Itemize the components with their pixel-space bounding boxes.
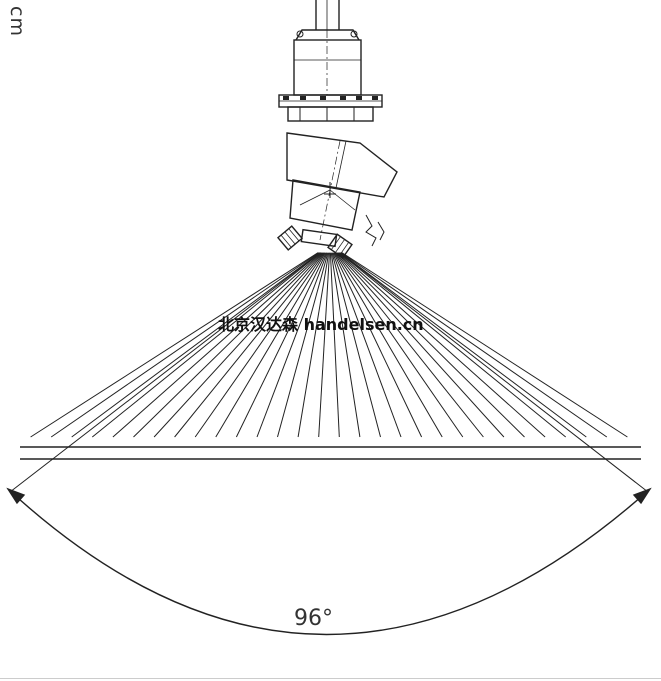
spray-line [91, 252, 321, 438]
spray-line [337, 252, 525, 438]
spray-line [133, 252, 323, 438]
spray-line [341, 252, 628, 438]
spray-line [335, 252, 484, 438]
spray-line [318, 252, 330, 438]
spray-line [277, 252, 329, 438]
spray-line [330, 252, 361, 438]
spray-line [340, 252, 608, 438]
spray-line [153, 252, 324, 438]
spray-line [342, 254, 649, 493]
watermark: 北京汉达森 handelsen.cn [218, 315, 424, 334]
spray-line [334, 252, 464, 438]
spray-angle-label: 96° [294, 606, 333, 631]
spray-line [30, 252, 319, 438]
spray-line [174, 252, 325, 438]
spray-line [329, 252, 340, 438]
footer-divider [0, 678, 661, 679]
spray-line [112, 252, 322, 438]
spray-line [338, 252, 546, 438]
spray-line [333, 252, 423, 438]
spray-line [334, 252, 443, 438]
angle-arc-icon [6, 487, 652, 636]
spray-nozzle-icon [276, 132, 398, 259]
spray-line [340, 252, 587, 438]
spray-line [235, 252, 327, 438]
spray-line [9, 254, 318, 493]
spray-line [194, 252, 326, 438]
spray-line [332, 252, 402, 438]
flange-icon [278, 94, 383, 122]
spray-line [336, 252, 505, 438]
spray-line [256, 252, 328, 438]
spray-line [215, 252, 326, 438]
spray-line [339, 252, 567, 438]
spray-line [331, 252, 381, 438]
spray-line [50, 252, 320, 438]
target-lines [20, 446, 641, 460]
spray-fan-icon [9, 252, 649, 493]
spray-line [297, 252, 330, 438]
spray-line [71, 252, 320, 438]
unit-label: cm [6, 6, 28, 37]
pipe-stem [315, 0, 340, 30]
upper-body [293, 29, 362, 96]
